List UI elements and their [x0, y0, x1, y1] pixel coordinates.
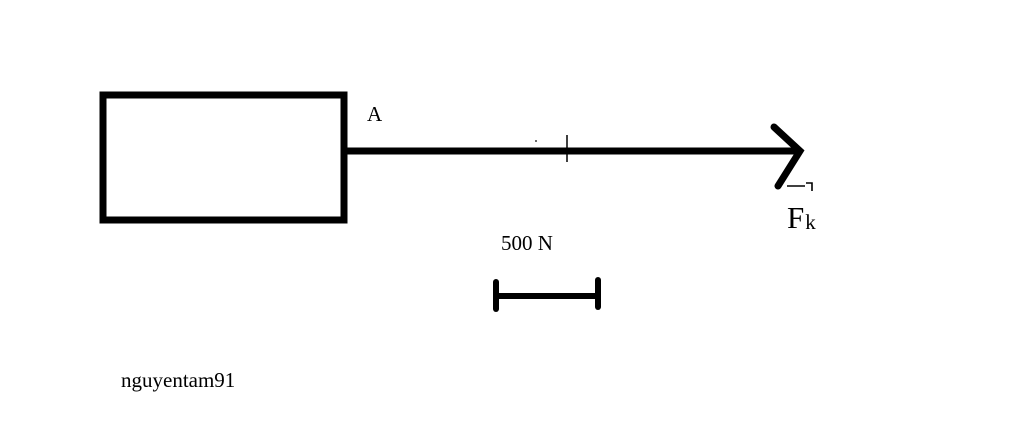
vector-overmark [787, 182, 813, 191]
force-label-main: F [787, 200, 805, 235]
scale-label: 500 N [501, 231, 553, 255]
force-label-subscript: k [805, 210, 816, 234]
author-credit: nguyentam91 [121, 368, 236, 392]
object-box [99, 91, 348, 224]
point-a-label: A [367, 102, 383, 126]
force-vector-arrowhead [770, 123, 805, 190]
stray-dot [535, 140, 537, 142]
force-label: Fk [787, 200, 816, 235]
